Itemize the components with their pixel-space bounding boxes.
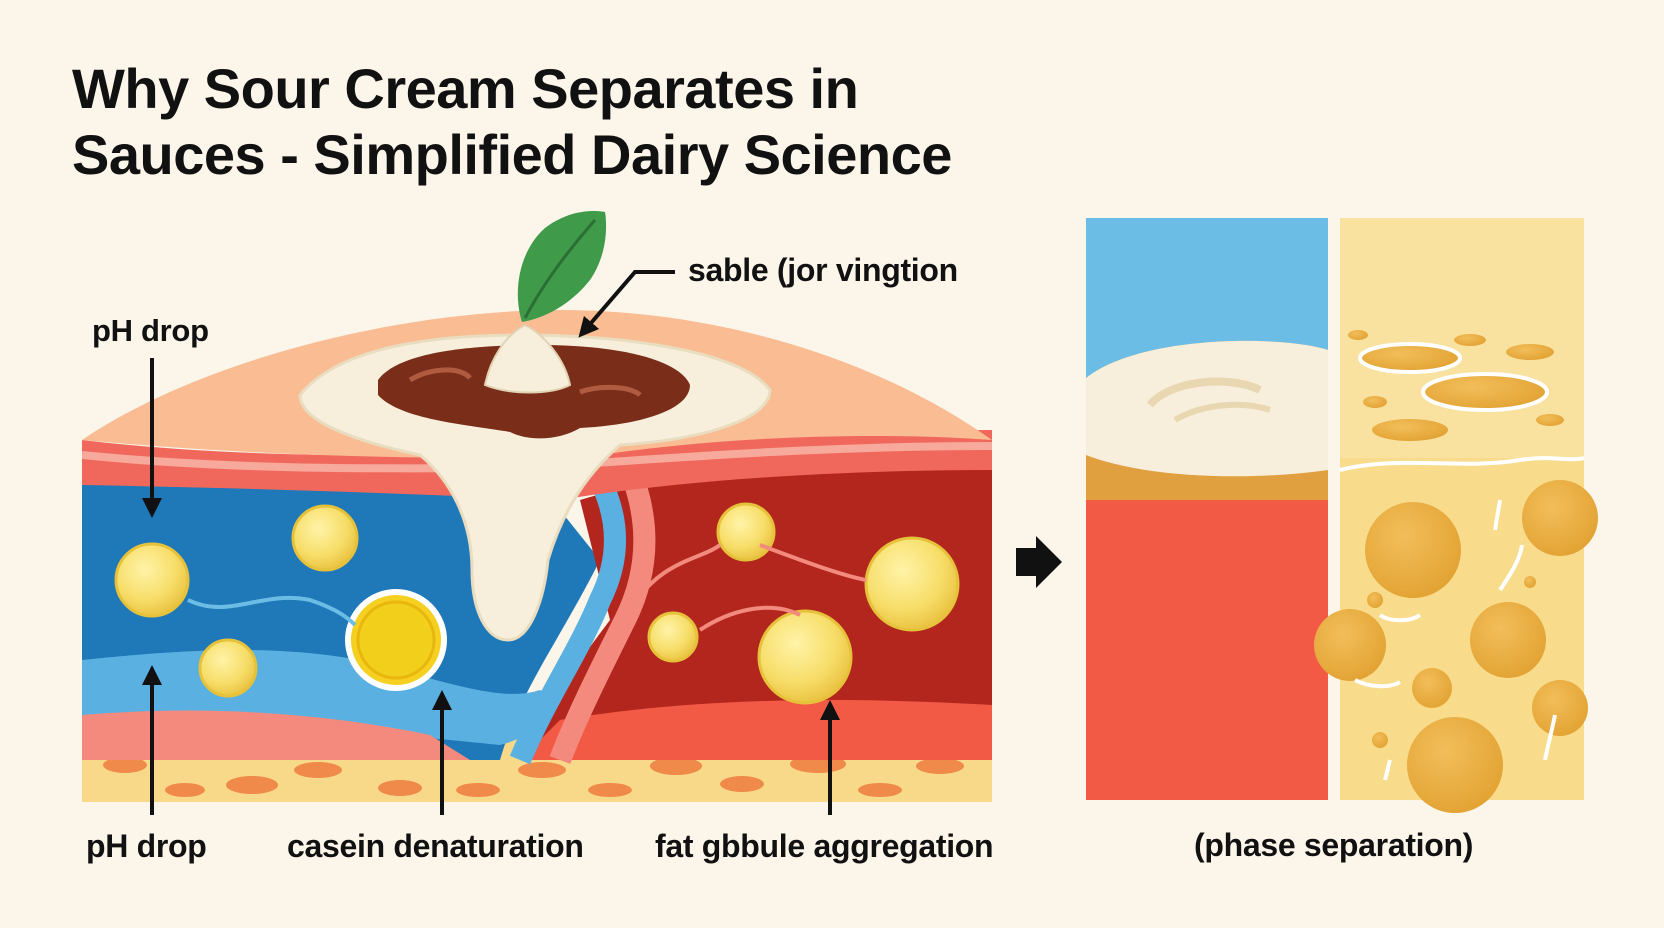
fat-globule bbox=[291, 504, 359, 572]
phase-panel-before bbox=[1086, 218, 1328, 800]
pink-band bbox=[549, 465, 656, 764]
leaf-icon bbox=[517, 210, 607, 322]
cream-dollop bbox=[483, 323, 572, 394]
ph-drop-label-bottom: pH drop bbox=[86, 828, 207, 864]
title-line-1: Why Sour Cream Separates in bbox=[72, 57, 859, 120]
phase-separation-label: (phase separation) bbox=[1194, 827, 1474, 863]
phase-panel-after bbox=[1314, 218, 1598, 813]
ph-drop-label-top: pH drop bbox=[92, 313, 209, 348]
pink-stripe bbox=[82, 710, 470, 760]
red-lower-layer bbox=[520, 700, 992, 760]
annotation-arrows bbox=[142, 270, 840, 815]
fat-globule bbox=[864, 536, 960, 632]
sable-label: sable (jor vingtion bbox=[688, 252, 958, 288]
fat-globule bbox=[198, 638, 258, 698]
right-arrow-icon bbox=[1016, 536, 1062, 588]
fat-globule bbox=[114, 542, 190, 618]
fat-globule-aggregation-label: fat gbbule aggregation bbox=[655, 828, 994, 864]
sable-arrow bbox=[578, 270, 675, 338]
fat-globules bbox=[114, 502, 960, 705]
cross-section bbox=[82, 310, 992, 802]
title-line-2: Sauces - Simplified Dairy Science bbox=[72, 123, 952, 186]
fat-globule bbox=[647, 611, 699, 663]
casein-denaturation-label: casein denaturation bbox=[287, 828, 584, 864]
fat-globule bbox=[757, 609, 853, 705]
page-title: Why Sour Cream Separates in Sauces - Sim… bbox=[72, 56, 1052, 188]
fat-layer-spots bbox=[103, 755, 964, 797]
blue-band bbox=[509, 475, 626, 765]
fat-globule bbox=[716, 502, 776, 562]
